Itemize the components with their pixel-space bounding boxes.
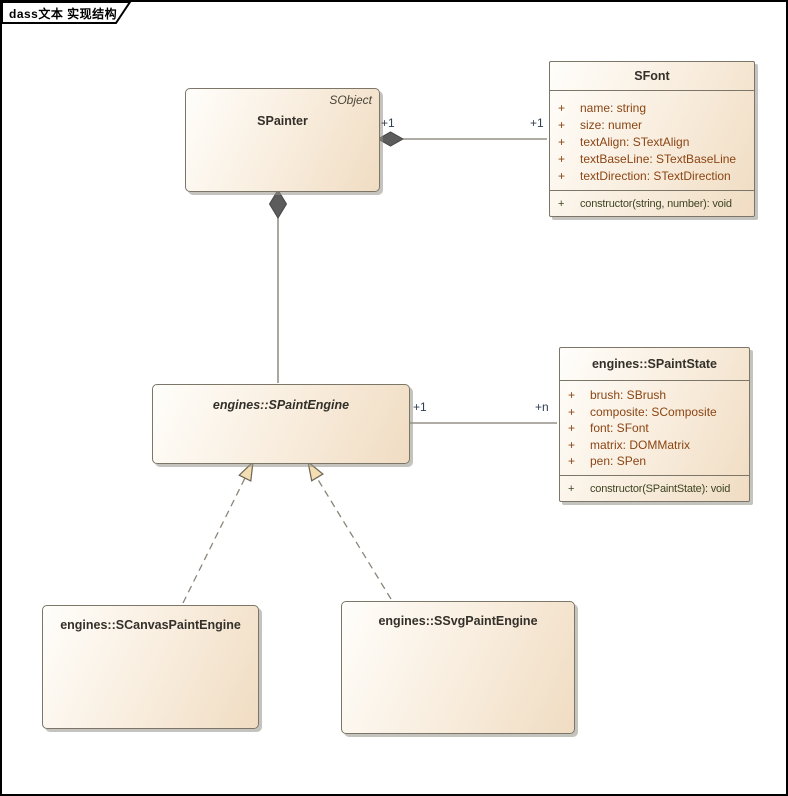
- attribute-text: textAlign: STextAlign: [580, 135, 690, 149]
- attribute-row: + name: string: [550, 100, 754, 117]
- visibility-marker: +: [568, 404, 576, 419]
- attribute-row: + matrix: DOMMatrix: [560, 437, 749, 454]
- visibility-marker: +: [558, 118, 566, 132]
- attribute-text: pen: SPen: [590, 454, 647, 468]
- visibility-marker: +: [568, 388, 576, 402]
- class-box-scanvaspaintengine[interactable]: engines::SCanvasPaintEngine: [42, 605, 259, 729]
- attribute-row: + textAlign: STextAlign: [550, 134, 754, 151]
- visibility-marker: +: [558, 169, 566, 183]
- class-name: engines::SPaintState: [560, 348, 749, 381]
- attribute-row: + textDirection: STextDirection: [550, 168, 754, 185]
- multiplicity-label-painter: +1: [381, 116, 395, 130]
- composition-diamond-icon: [376, 131, 405, 147]
- class-name: engines::SPaintEngine: [212, 398, 350, 412]
- attribute-text: textDirection: STextDirection: [580, 169, 731, 183]
- attribute-row: + brush: SBrush: [560, 387, 749, 404]
- realization-triangle-icon: [238, 460, 254, 482]
- diagram-title: dass文本 实现结构: [9, 7, 118, 21]
- realization-link-svg-engine[interactable]: [307, 460, 392, 600]
- attribute-text: composite: SComposite: [590, 404, 717, 419]
- attribute-text: brush: SBrush: [590, 388, 667, 402]
- class-name: SFont: [550, 62, 754, 91]
- visibility-marker: +: [568, 421, 576, 435]
- composition-link-painter-font[interactable]: [376, 131, 547, 147]
- operations-compartment: + constructor(SPaintState): void: [560, 476, 749, 501]
- attribute-row: + textBaseLine: STextBaseLine: [550, 151, 754, 168]
- attributes-compartment: + brush: SBrush + composite: SComposite …: [560, 381, 749, 476]
- composition-diamond-icon: [268, 189, 288, 219]
- visibility-marker: +: [558, 135, 566, 149]
- visibility-marker: +: [558, 152, 566, 166]
- multiplicity-label-font: +1: [530, 116, 544, 130]
- class-box-ssvgpaintengine[interactable]: engines::SSvgPaintEngine: [341, 601, 575, 734]
- attribute-text: size: numer: [580, 118, 643, 132]
- operation-row: + constructor(string, number): void: [550, 198, 732, 210]
- multiplicity-label-engine: +1: [413, 400, 427, 414]
- class-name: engines::SSvgPaintEngine: [378, 614, 538, 628]
- visibility-marker: +: [558, 198, 565, 210]
- attribute-row: + composite: SComposite: [560, 404, 749, 421]
- attribute-text: textBaseLine: STextBaseLine: [580, 152, 737, 166]
- operation-text: constructor(string, number): void: [580, 198, 732, 210]
- operation-text: constructor(SPaintState): void: [590, 482, 731, 495]
- operation-row: + constructor(SPaintState): void: [560, 483, 730, 495]
- visibility-marker: +: [568, 482, 575, 495]
- attribute-row: + pen: SPen: [560, 453, 749, 470]
- composition-link-painter-engine[interactable]: [268, 189, 288, 383]
- class-box-spaintstate[interactable]: engines::SPaintState + brush: SBrush + c…: [559, 347, 750, 502]
- class-box-spainter[interactable]: SObject SPainter: [185, 88, 380, 192]
- attribute-text: font: SFont: [590, 421, 649, 435]
- attribute-text: matrix: DOMMatrix: [590, 437, 690, 452]
- attribute-row: + font: SFont: [560, 420, 749, 437]
- realization-link-canvas-engine[interactable]: [182, 460, 254, 604]
- visibility-marker: +: [568, 437, 576, 452]
- realization-triangle-icon: [307, 460, 324, 482]
- diagram-frame-tab: dass文本 实现结构: [2, 2, 134, 26]
- class-name: SPainter: [257, 114, 308, 128]
- visibility-marker: +: [558, 101, 566, 115]
- class-name: engines::SCanvasPaintEngine: [60, 618, 241, 632]
- class-box-sfont[interactable]: SFont + name: string + size: numer + tex…: [549, 61, 755, 217]
- attribute-text: name: string: [580, 101, 647, 115]
- attribute-row: + size: numer: [550, 117, 754, 134]
- attributes-compartment: + name: string + size: numer + textAlign…: [550, 91, 754, 191]
- operations-compartment: + constructor(string, number): void: [550, 191, 754, 217]
- frame-tab-outline: [2, 2, 132, 24]
- parent-class-label: SObject: [329, 93, 372, 107]
- multiplicity-label-state: +n: [535, 400, 549, 414]
- class-box-spaintengine[interactable]: engines::SPaintEngine: [152, 384, 410, 464]
- visibility-marker: +: [568, 454, 576, 468]
